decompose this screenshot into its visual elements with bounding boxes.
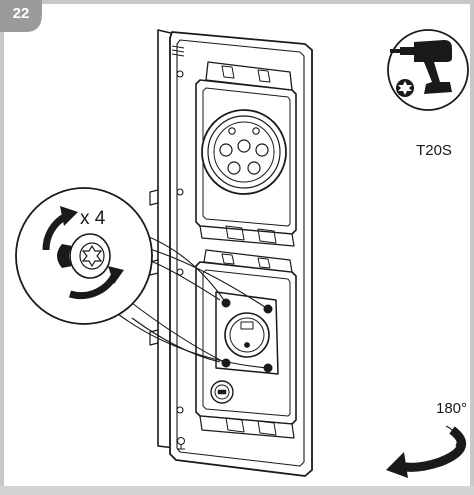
torx-bit-label: T20S bbox=[416, 142, 452, 159]
rotate-arrow-icon bbox=[386, 425, 467, 478]
socket-panel bbox=[149, 29, 313, 477]
frame-bottom-band bbox=[0, 486, 474, 495]
cordless-drill-icon bbox=[387, 29, 469, 111]
step-badge-shape bbox=[0, 0, 42, 32]
callout-lines bbox=[117, 231, 269, 369]
screw-magnifier bbox=[15, 187, 153, 325]
domestic-socket bbox=[224, 312, 270, 358]
screw-count-label: x 4 bbox=[80, 208, 106, 229]
step-number: 22 bbox=[12, 5, 30, 22]
rotation-angle-label: 180° bbox=[436, 400, 468, 417]
